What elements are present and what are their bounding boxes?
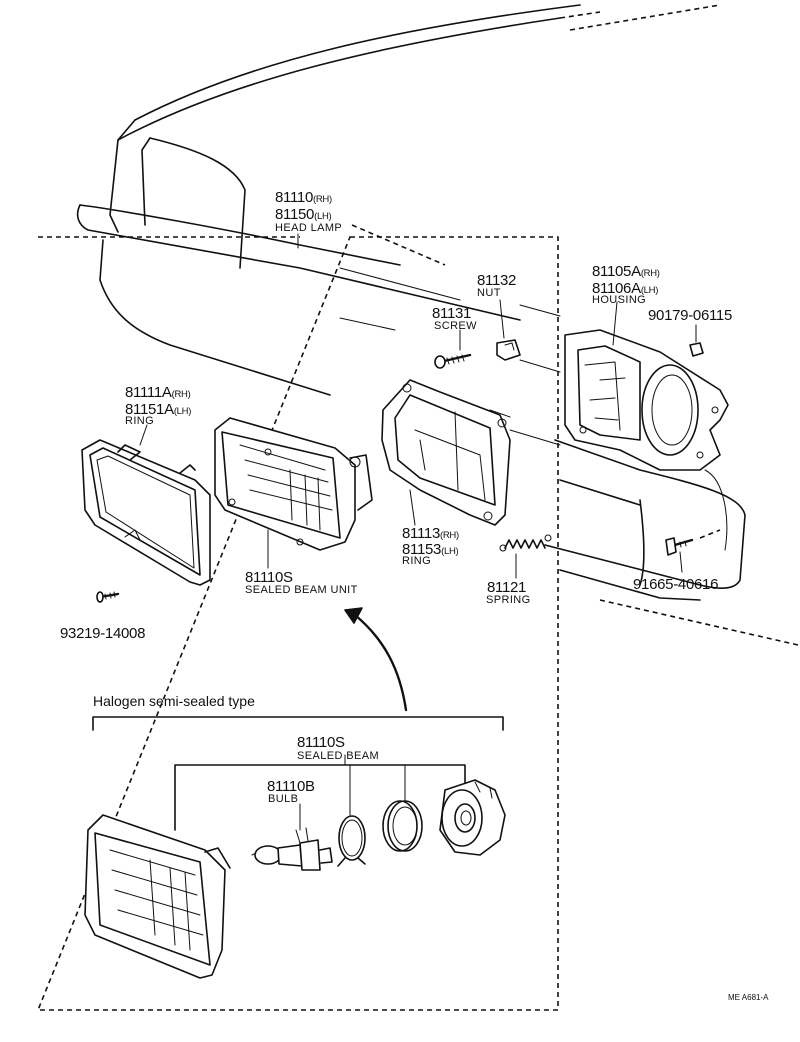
nut-pn: 81132 xyxy=(477,272,516,289)
nut-icon xyxy=(496,299,521,361)
housing-suffix2: (LH) xyxy=(641,285,658,296)
head-lamp-pn2: 81150 xyxy=(275,206,314,223)
inner-ring-name: RING xyxy=(402,555,431,567)
spring-pn: 81121 xyxy=(487,579,526,596)
label-bulb: 81110B BULB xyxy=(267,778,315,805)
ring-screw-icon xyxy=(96,591,120,603)
head-lamp-leaders xyxy=(297,224,446,266)
arrow-icon xyxy=(344,607,408,712)
bumper-bolt-icon xyxy=(665,529,721,573)
label-outer-ring: 81111A(RH) 81151A(LH) RING xyxy=(125,384,192,427)
head-lamp-suffix2: (LH) xyxy=(314,211,331,222)
nut-name: NUT xyxy=(477,287,501,299)
bolt-icon xyxy=(689,324,704,357)
bulb-socket-cap-icon xyxy=(439,779,506,856)
outer-ring-pn2: 81151A xyxy=(125,401,174,418)
inner-ring-pn2: 81153 xyxy=(402,541,441,558)
vehicle-body xyxy=(76,4,799,646)
halogen-header: Halogen semi-sealed type xyxy=(93,693,255,709)
sealed-beam-unit-name: SEALED BEAM UNIT xyxy=(245,584,358,596)
label-inner-ring: 81113(RH) 81153(LH) RING xyxy=(402,525,459,567)
label-nut: 81132 NUT xyxy=(477,272,516,299)
outer-ring-suffix1: (RH) xyxy=(172,389,191,400)
screw-name: SCREW xyxy=(434,320,477,332)
svg-text:81113(RH): 81113(RH) xyxy=(402,525,459,542)
svg-text:81150(LH): 81150(LH) xyxy=(275,206,332,223)
svg-text:81105A(RH): 81105A(RH) xyxy=(592,263,660,280)
bulb-pn: 81110B xyxy=(267,778,315,795)
housing-pn1: 81105A xyxy=(592,263,641,280)
svg-text:81106A(LH): 81106A(LH) xyxy=(592,280,658,297)
spring-name: SPRING xyxy=(486,594,531,606)
bulb-name: BULB xyxy=(268,793,298,805)
label-spring: 81121 SPRING xyxy=(486,579,531,606)
head-lamp-suffix1: (RH) xyxy=(313,194,332,205)
label-sealed-beam-unit: 81110S SEALED BEAM UNIT xyxy=(245,569,358,596)
screw-icon xyxy=(434,329,472,369)
retainer-clip-icon xyxy=(337,815,366,867)
outer-ring-suffix2: (LH) xyxy=(174,406,191,417)
bulb-icon xyxy=(251,827,333,871)
label-housing: 81105A(RH) 81106A(LH) HOUSING xyxy=(592,263,660,306)
svg-text:81153(LH): 81153(LH) xyxy=(402,541,459,558)
housing-bolt-pn: 90179-06115 xyxy=(648,307,732,324)
outer-ring-name: RING xyxy=(125,415,154,427)
outer-ring-pn1: 81111A xyxy=(125,384,172,401)
sealed-beam-unit-pn: 81110S xyxy=(245,569,293,586)
head-lamp-pn1: 81110 xyxy=(275,189,313,206)
rubber-seal-icon xyxy=(382,800,423,852)
sealed-beam-pn: 81110S xyxy=(297,734,345,751)
housing-name: HOUSING xyxy=(592,294,646,306)
label-head-lamp: 81110(RH) 81150(LH) HEAD LAMP xyxy=(275,189,342,234)
assembly-boundary xyxy=(36,236,559,1011)
sealed-beam-unit-icon xyxy=(214,417,373,569)
screw-pn: 81131 xyxy=(432,305,471,322)
inner-ring-suffix2: (LH) xyxy=(441,546,458,557)
svg-text:81111A(RH): 81111A(RH) xyxy=(125,384,191,401)
inner-ring-suffix1: (RH) xyxy=(440,530,459,541)
halogen-bracket xyxy=(92,716,504,831)
spring-icon xyxy=(499,534,552,579)
housing-icon xyxy=(564,301,729,471)
halogen-headlamp-icon xyxy=(84,814,231,979)
svg-text:81151A(LH): 81151A(LH) xyxy=(125,401,191,418)
bumper-bolt-pn: 91665-40616 xyxy=(633,576,718,593)
head-lamp-name: HEAD LAMP xyxy=(275,222,342,234)
svg-text:81110(RH): 81110(RH) xyxy=(275,189,332,206)
figure-code: ME A681-A xyxy=(728,993,769,1002)
inner-ring-icon xyxy=(381,379,511,526)
sealed-beam-name: SEALED BEAM xyxy=(297,750,379,762)
label-sealed-beam: 81110S SEALED BEAM xyxy=(297,734,379,762)
inner-ring-pn1: 81113 xyxy=(402,525,440,542)
housing-suffix1: (RH) xyxy=(641,268,660,279)
outer-ring-icon xyxy=(81,424,211,586)
label-screw: 81131 SCREW xyxy=(432,305,477,332)
ring-screw-pn: 93219-14008 xyxy=(60,625,145,642)
housing-pn2: 81106A xyxy=(592,280,641,297)
